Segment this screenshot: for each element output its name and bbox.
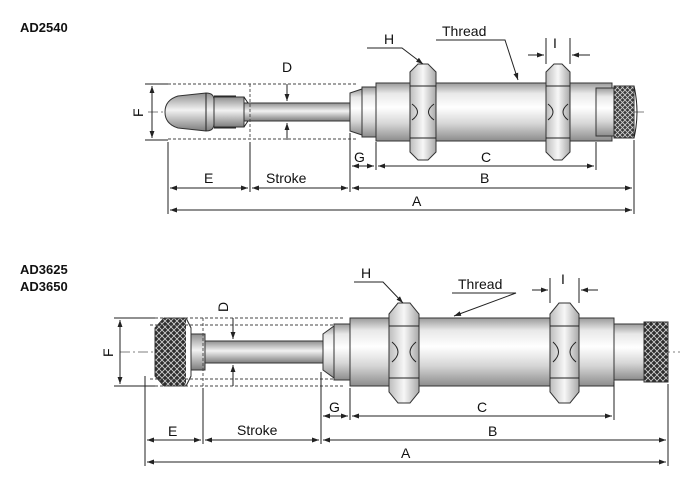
svg-text:B: B [488, 423, 497, 439]
svg-text:I: I [561, 271, 565, 287]
rod-collar [214, 95, 236, 129]
svg-text:D: D [215, 302, 231, 312]
thread-leader: Thread [436, 23, 519, 81]
adjuster-end [633, 85, 638, 139]
dimension-c: C [352, 399, 612, 419]
svg-text:D: D [282, 59, 292, 75]
svg-text:Stroke: Stroke [266, 170, 307, 186]
stop-collar-ring [361, 86, 377, 138]
thread-leader: Thread [452, 276, 517, 317]
bumper-cap-face [185, 317, 192, 387]
svg-text:F: F [130, 108, 146, 117]
dimension-b: B [323, 423, 666, 443]
svg-text:H: H [384, 31, 394, 47]
dimension-e: E [170, 170, 248, 191]
model-title-bottom-2: AD3650 [20, 279, 68, 294]
top-drawing: AD2540 [20, 20, 645, 214]
lock-nut-1 [388, 302, 420, 404]
bumper-cap [164, 92, 215, 132]
dimension-i: I [528, 35, 590, 64]
svg-text:C: C [477, 399, 487, 415]
dimension-c: C [378, 149, 594, 169]
svg-text:H: H [361, 265, 371, 281]
piston-rod [204, 340, 324, 364]
rear-body [613, 323, 645, 381]
dimension-b: B [352, 170, 632, 191]
lock-nut-2 [545, 63, 571, 161]
dimension-d: D [282, 59, 292, 140]
dimension-a: A [147, 445, 666, 465]
stop-collar-ring [333, 323, 351, 381]
dimension-g: G [323, 399, 348, 419]
dimension-h: H [367, 31, 424, 65]
svg-text:Thread: Thread [442, 23, 486, 39]
dimension-stroke: Stroke [205, 422, 319, 443]
svg-text:G: G [329, 399, 340, 415]
svg-text:I: I [553, 35, 557, 51]
dimension-f: F [130, 83, 168, 141]
svg-text:Stroke: Stroke [237, 422, 278, 438]
lock-nut-1 [409, 63, 437, 161]
model-title-bottom-1: AD3625 [20, 262, 68, 277]
dimension-i: I [532, 271, 598, 303]
knurled-adjuster [643, 321, 669, 383]
svg-text:B: B [480, 170, 489, 186]
knurled-adjuster [613, 85, 635, 139]
svg-text:F: F [100, 348, 116, 357]
rear-body [595, 87, 615, 137]
rod-collar-taper [243, 96, 249, 128]
dimension-d: D [215, 302, 236, 386]
dimension-f: F [100, 317, 155, 387]
stop-collar [349, 88, 363, 136]
knurled-bumper-cap [154, 317, 192, 387]
svg-text:A: A [412, 193, 422, 209]
dimension-a: A [170, 193, 632, 213]
bottom-drawing: AD3625 AD3650 [20, 262, 680, 466]
svg-text:C: C [481, 149, 491, 165]
rod-collar-body [213, 96, 245, 128]
dimension-g: G [352, 149, 374, 169]
lock-nut-2 [549, 302, 580, 404]
dimension-h: H [354, 265, 404, 304]
svg-text:E: E [204, 170, 213, 186]
svg-text:E: E [168, 423, 177, 439]
svg-text:G: G [354, 149, 365, 165]
dimension-stroke: Stroke [252, 170, 348, 191]
svg-text:Thread: Thread [458, 276, 502, 292]
dimension-e: E [147, 423, 201, 443]
model-title-top: AD2540 [20, 20, 68, 35]
stop-collar [322, 325, 335, 379]
svg-text:A: A [401, 445, 411, 461]
